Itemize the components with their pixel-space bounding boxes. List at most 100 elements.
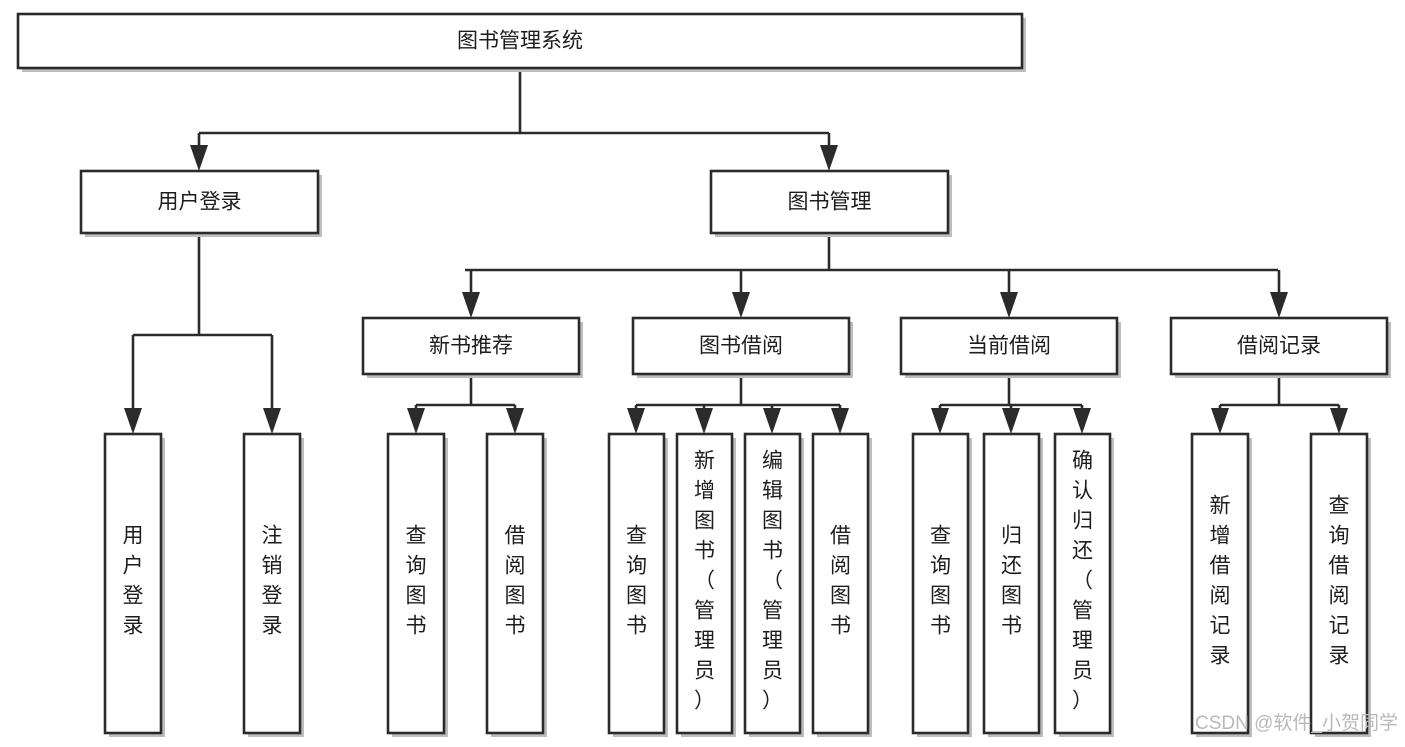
arrow-head-icon (1330, 408, 1348, 434)
node-box[interactable] (242, 432, 302, 735)
node-label: 借阅记录 (1237, 335, 1321, 358)
node-leaf-borrow-book[interactable]: 借阅图书 (811, 432, 872, 737)
node-label: 图书管理系统 (457, 30, 583, 53)
arrow-head-icon (124, 408, 142, 434)
arrow-borrow-record (1270, 270, 1288, 318)
node-label: 借阅图书 (830, 525, 851, 638)
arrow-leaf-logout (263, 335, 281, 434)
arrow-head-icon (931, 408, 949, 434)
node-label: 用户登录 (123, 525, 144, 638)
node-box[interactable] (16, 12, 1024, 70)
arrow-leaf-add-book (695, 405, 713, 434)
node-new-book-recommend[interactable]: 新书推荐 (361, 316, 583, 378)
node-book-borrow[interactable]: 图书借阅 (631, 316, 853, 378)
node-leaf-add-book-admin[interactable]: 新增图书（管理员） (675, 432, 736, 737)
node-label: 查询图书 (626, 525, 647, 638)
arrow-head-icon (1002, 408, 1020, 434)
arrow-leaf-q-record (1330, 405, 1348, 434)
node-box[interactable] (1309, 432, 1369, 735)
node-box[interactable] (811, 432, 870, 735)
node-root[interactable]: 图书管理系统 (16, 12, 1026, 72)
arrow-head-icon (506, 408, 524, 434)
node-label: 查询图书 (930, 525, 951, 638)
node-leaf-user-login[interactable]: 用户登录 (103, 432, 165, 737)
arrow-head-icon (831, 408, 849, 434)
node-label: 查询图书 (406, 525, 427, 638)
node-leaf-query-book-borrow[interactable]: 查询图书 (607, 432, 668, 737)
node-book-management[interactable]: 图书管理 (709, 169, 952, 237)
node-leaf-confirm-return-admin[interactable]: 确认归还（管理员） (1053, 432, 1114, 737)
arrow-leaf-borrow-book (831, 405, 849, 434)
connector-edge-root-bus (199, 68, 829, 135)
arrow-user-login (190, 133, 208, 171)
arrow-leaf-add-record (1211, 405, 1229, 434)
arrow-head-icon (1270, 292, 1288, 318)
node-box[interactable] (79, 169, 320, 235)
arrow-head-icon (1211, 408, 1229, 434)
node-box[interactable] (709, 169, 950, 235)
node-box[interactable] (899, 316, 1119, 376)
connector-edge-mgmt-bus (465, 233, 1278, 272)
node-leaf-query-borrow-record[interactable]: 查询借阅记录 (1309, 432, 1371, 737)
arrow-book-borrow (732, 270, 750, 318)
node-box[interactable] (675, 432, 734, 735)
connector-edge-borrow-bus (636, 374, 840, 407)
arrow-leaf-edit-book (763, 405, 781, 434)
arrow-head-icon (820, 145, 838, 171)
connector-edge-rec2-bus (1220, 374, 1339, 407)
node-box[interactable] (982, 432, 1041, 735)
node-label: 确认归还（管理员） (1072, 450, 1093, 713)
node-current-borrow[interactable]: 当前借阅 (899, 316, 1121, 378)
node-box[interactable] (386, 432, 446, 735)
node-box[interactable] (1169, 316, 1389, 376)
node-leaf-edit-book-admin[interactable]: 编辑图书（管理员） (743, 432, 804, 737)
node-label: 注销登录 (262, 525, 283, 638)
arrow-leaf-b-rec (506, 405, 524, 434)
arrow-new-book (462, 270, 480, 318)
arrow-head-icon (763, 408, 781, 434)
node-leaf-borrow-book-rec[interactable]: 借阅图书 (485, 432, 547, 737)
connector-layer (133, 68, 1339, 407)
node-box[interactable] (911, 432, 970, 735)
node-leaf-add-borrow-record[interactable]: 新增借阅记录 (1190, 432, 1252, 737)
node-leaf-query-book-cur[interactable]: 查询图书 (911, 432, 972, 737)
node-leaf-return-book[interactable]: 归还图书 (982, 432, 1043, 737)
node-box[interactable] (607, 432, 666, 735)
node-leaf-query-book-rec[interactable]: 查询图书 (386, 432, 448, 737)
node-box[interactable] (485, 432, 545, 735)
node-box[interactable] (361, 316, 581, 376)
arrow-leaf-q-borrow (627, 405, 645, 434)
node-box[interactable] (631, 316, 851, 376)
connector-edge-login-bus (133, 233, 272, 337)
node-box[interactable] (1190, 432, 1250, 735)
csdn-watermark: CSDN @软件_小贺同学 (1195, 712, 1398, 734)
node-borrow-record[interactable]: 借阅记录 (1169, 316, 1391, 378)
arrow-head-icon (695, 408, 713, 434)
node-box[interactable] (1053, 432, 1112, 735)
node-label: 新书推荐 (429, 335, 513, 358)
node-label: 新增图书（管理员） (694, 450, 715, 713)
arrow-head-icon (407, 408, 425, 434)
node-label: 归还图书 (1001, 525, 1022, 638)
arrow-head-icon (462, 292, 480, 318)
arrow-head-icon (627, 408, 645, 434)
node-label: 图书管理 (788, 191, 872, 214)
arrow-leaf-user-login (124, 335, 142, 434)
arrow-current-borrow (1000, 270, 1018, 318)
node-label: 借阅图书 (505, 525, 526, 638)
arrow-head-icon (732, 292, 750, 318)
node-label: 图书借阅 (699, 335, 783, 358)
arrow-leaf-q-cur (931, 405, 949, 434)
node-leaf-logout[interactable]: 注销登录 (242, 432, 304, 737)
arrowhead-layer (124, 133, 1348, 434)
arrow-leaf-return (1002, 405, 1020, 434)
node-box[interactable] (103, 432, 163, 735)
node-label: 当前借阅 (967, 335, 1051, 358)
node-user-login[interactable]: 用户登录 (79, 169, 322, 237)
arrow-head-icon (263, 408, 281, 434)
arrow-leaf-q-rec (407, 405, 425, 434)
connector-edge-rec-bus (416, 374, 515, 407)
node-label: 新增借阅记录 (1210, 495, 1231, 668)
node-box[interactable] (743, 432, 802, 735)
